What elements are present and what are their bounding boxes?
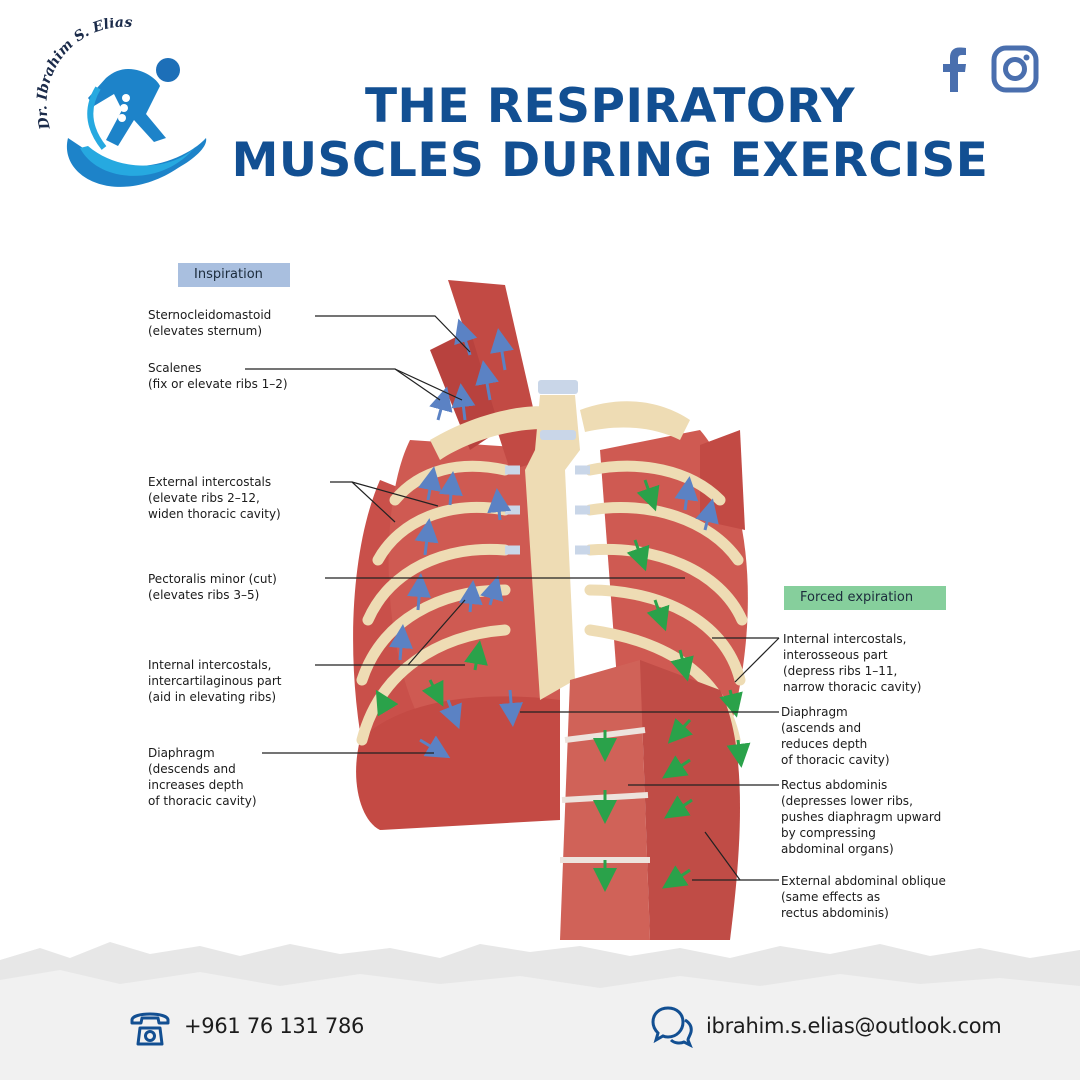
abdominal-muscles bbox=[560, 660, 740, 940]
inspiration-arrows bbox=[389, 318, 719, 759]
label-line: Diaphragm bbox=[148, 746, 215, 760]
label-line: (elevate ribs 2–12, bbox=[148, 491, 260, 505]
expiration-arrows bbox=[375, 479, 751, 892]
label-line: pushes diaphragm upward bbox=[781, 810, 942, 824]
label-line: intercartilaginous part bbox=[148, 674, 282, 688]
label-sternocleidomastoid: Sternocleidomastoid (elevates sternum) bbox=[148, 307, 271, 339]
label-line: by compressing bbox=[781, 826, 876, 840]
label-diaphragm-inspiration: Diaphragm (descends and increases depth … bbox=[148, 745, 257, 809]
label-internal-intercostals-intercartilaginous: Internal intercostals, intercartilaginou… bbox=[148, 657, 282, 705]
label-line: (fix or elevate ribs 1–2) bbox=[148, 377, 288, 391]
label-external-intercostals: External intercostals (elevate ribs 2–12… bbox=[148, 474, 281, 522]
label-line: (aid in elevating ribs) bbox=[148, 690, 277, 704]
email-contact[interactable]: ibrahim.s.elias@outlook.com bbox=[650, 1004, 1002, 1048]
label-internal-intercostals-interosseous: Internal intercostals, interosseous part… bbox=[783, 631, 921, 695]
telephone-icon bbox=[130, 1012, 170, 1046]
label-line: External abdominal oblique bbox=[781, 874, 946, 888]
label-line: Sternocleidomastoid bbox=[148, 308, 272, 322]
label-line: (depresses lower ribs, bbox=[781, 794, 913, 808]
label-line: (elevates ribs 3–5) bbox=[148, 588, 260, 602]
label-line: interosseous part bbox=[783, 648, 888, 662]
label-line: narrow thoracic cavity) bbox=[783, 680, 922, 694]
instagram-icon[interactable] bbox=[990, 44, 1040, 94]
page-title-line1: THE RESPIRATORY bbox=[364, 79, 856, 134]
sternum-and-clavicle bbox=[430, 380, 690, 700]
label-pectoralis-minor: Pectoralis minor (cut) (elevates ribs 3–… bbox=[148, 571, 277, 603]
footer-paper-texture bbox=[0, 942, 1080, 1080]
label-line: Scalenes bbox=[148, 361, 202, 375]
leader-lines bbox=[245, 315, 780, 881]
label-line: (depress ribs 1–11, bbox=[783, 664, 898, 678]
label-line: External intercostals bbox=[148, 475, 272, 489]
label-line: Internal intercostals, bbox=[783, 632, 907, 646]
label-line: increases depth bbox=[148, 778, 244, 792]
label-line: of thoracic cavity) bbox=[781, 753, 890, 767]
label-line: (descends and bbox=[148, 762, 236, 776]
label-line: (ascends and bbox=[781, 721, 862, 735]
label-scalenes: Scalenes (fix or elevate ribs 1–2) bbox=[148, 360, 288, 392]
label-rectus-abdominis: Rectus abdominis (depresses lower ribs, … bbox=[781, 777, 941, 857]
label-line: widen thoracic cavity) bbox=[148, 507, 281, 521]
label-line: rectus abdominis) bbox=[781, 906, 889, 920]
phone-contact[interactable]: +961 76 131 786 bbox=[128, 1004, 364, 1048]
label-line: Diaphragm bbox=[781, 705, 848, 719]
facebook-icon[interactable] bbox=[930, 44, 980, 94]
inspiration-section-label: Inspiration bbox=[178, 263, 290, 287]
phone-number: +961 76 131 786 bbox=[184, 1014, 365, 1038]
email-address: ibrahim.s.elias@outlook.com bbox=[706, 1014, 1002, 1038]
label-line: Pectoralis minor (cut) bbox=[148, 572, 277, 586]
label-line: Rectus abdominis bbox=[781, 778, 888, 792]
label-line: (elevates sternum) bbox=[148, 324, 263, 338]
label-line: Internal intercostals, bbox=[148, 658, 272, 672]
chat-bubble-icon bbox=[651, 1006, 693, 1048]
forced-expiration-section-label: Forced expiration bbox=[784, 586, 946, 610]
label-line: reduces depth bbox=[781, 737, 868, 751]
label-external-abdominal-oblique: External abdominal oblique (same effects… bbox=[781, 873, 946, 921]
label-line: of thoracic cavity) bbox=[148, 794, 257, 808]
label-diaphragm-expiration: Diaphragm (ascends and reduces depth of … bbox=[781, 704, 890, 768]
page-title-line2: MUSCLES DURING EXERCISE bbox=[231, 133, 989, 188]
clinic-logo: Dr. Ibrahim S. Elias bbox=[34, 18, 207, 187]
label-line: (same effects as bbox=[781, 890, 881, 904]
label-line: abdominal organs) bbox=[781, 842, 894, 856]
